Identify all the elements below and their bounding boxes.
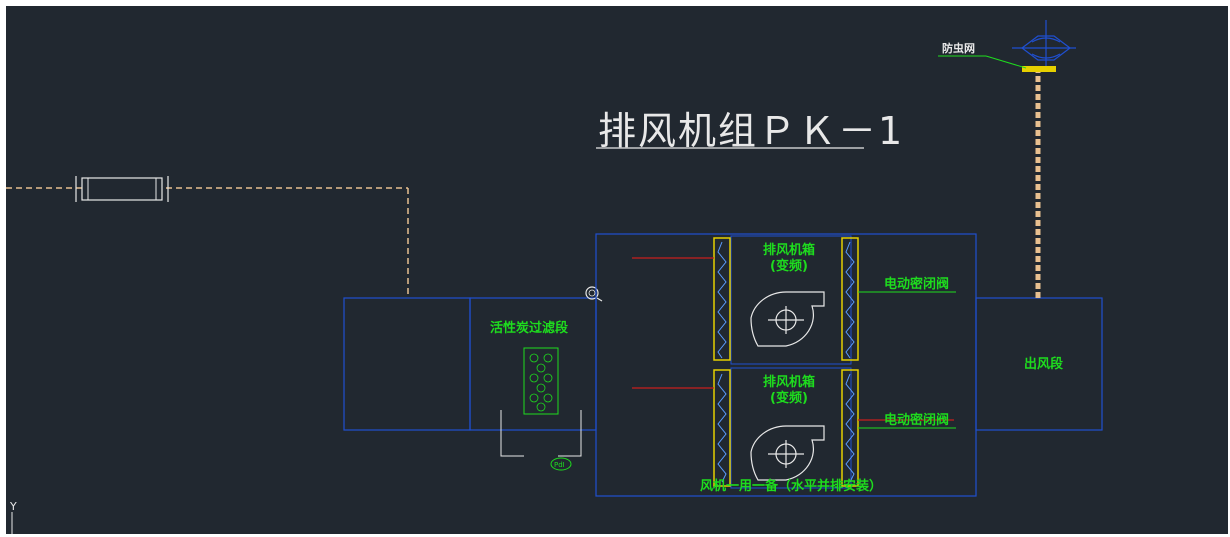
damper-right-bottom: [841, 369, 859, 487]
carbon-filter-element: [523, 347, 559, 415]
insect-screen: [1022, 66, 1056, 72]
diagram-title: 排风机组ＰＫ－1: [598, 109, 904, 153]
fan-box-top: [730, 235, 852, 365]
damper-top-label: 电动密闭阀: [884, 276, 949, 292]
inlet-section-box: [343, 297, 471, 431]
damper-left-bottom: [713, 369, 731, 487]
magnifier-icon: [585, 286, 603, 302]
insect-screen-label: 防虫网: [942, 41, 975, 55]
carbon-filter-section-box: [469, 297, 597, 431]
carbon-filter-label: 活性炭过滤段: [490, 320, 568, 336]
fan-box-bottom-sublabel: (变频): [770, 390, 808, 406]
vent-cap-icon: [1012, 20, 1076, 66]
exhaust-duct-dashed: [6, 187, 409, 298]
insect-screen-leader: [985, 55, 1027, 69]
duct-connector: [75, 176, 169, 202]
outlet-label: 出风段: [1024, 356, 1063, 372]
pdi-gauge-icon: PdI: [550, 457, 572, 471]
svg-text:PdI: PdI: [554, 461, 565, 469]
ucs-axis-icon: Y: [9, 500, 17, 534]
fan-top-icon: [750, 291, 825, 347]
fan-arrangement-note: 风机一用一备（水平并排安装）: [700, 478, 882, 494]
damper-bottom-label: 电动密闭阀: [884, 412, 949, 428]
fan-box-bottom: [730, 367, 852, 489]
svg-text:Y: Y: [9, 500, 17, 513]
ventilation-diagram: 排风机组ＰＫ－1 活性炭过滤段 PdI: [6, 20, 1103, 534]
damper-right-top: [841, 237, 859, 361]
cad-drawing-canvas[interactable]: 排风机组ＰＫ－1 活性炭过滤段 PdI: [6, 6, 1228, 534]
fan-box-bottom-label: 排风机箱: [763, 374, 815, 390]
fan-bottom-icon: [750, 425, 825, 481]
pressure-gauge-tubing: [500, 410, 582, 457]
damper-left-top: [713, 237, 731, 361]
fan-box-top-sublabel: (变频): [770, 258, 808, 274]
fan-box-top-label: 排风机箱: [763, 242, 815, 258]
